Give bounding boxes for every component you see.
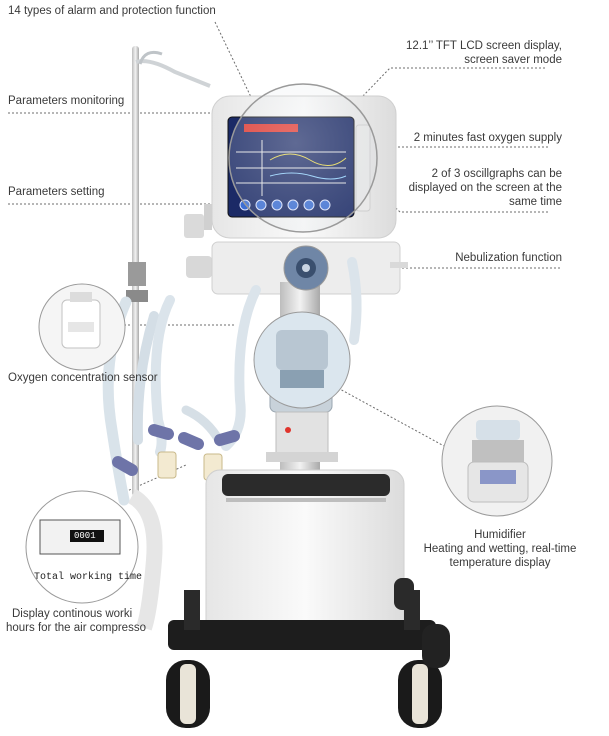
label-humidifier-line1: Heating and wetting, real-time bbox=[423, 543, 577, 555]
label-alarm: 14 types of alarm and protection functio… bbox=[8, 5, 216, 17]
label-humidifier-title: Humidifier bbox=[474, 529, 526, 541]
label-counter-line1: Display continous worki bbox=[12, 608, 133, 620]
compressor-base bbox=[168, 469, 436, 650]
label-oscill-line3: same time bbox=[508, 196, 562, 208]
counter-caption: Total working time bbox=[34, 572, 143, 583]
label-oscill-line2: displayed on the screen at the bbox=[408, 182, 562, 194]
label-oscill-line1: 2 of 3 oscillgraphs can be bbox=[431, 168, 562, 180]
screen-magnifier bbox=[228, 83, 378, 233]
counter-magnifier bbox=[25, 490, 139, 604]
label-counter-line2: hours for the air compresso bbox=[6, 622, 146, 634]
oxygen-sensor-magnifier bbox=[38, 283, 126, 371]
label-nebulization: Nebulization function bbox=[455, 252, 562, 264]
humidifier-chamber-magnifier bbox=[253, 311, 351, 409]
label-oxygen-supply: 2 minutes fast oxygen supply bbox=[413, 132, 562, 144]
counter-digits: 0001 bbox=[74, 531, 96, 541]
label-o2-sensor: Oxygen concentration sensor bbox=[8, 372, 158, 384]
label-setting: Parameters setting bbox=[8, 186, 105, 198]
wheels bbox=[166, 578, 450, 728]
support-arm bbox=[126, 46, 211, 496]
humidifier-magnifier bbox=[441, 405, 553, 517]
label-monitoring: Parameters monitoring bbox=[8, 95, 125, 107]
label-lcd-line2: screen saver mode bbox=[464, 54, 562, 66]
nebulizer-magnifier bbox=[283, 245, 329, 291]
label-humidifier-line2: temperature display bbox=[449, 557, 551, 569]
label-lcd-line1: 12.1’’ TFT LCD screen display, bbox=[406, 40, 562, 52]
